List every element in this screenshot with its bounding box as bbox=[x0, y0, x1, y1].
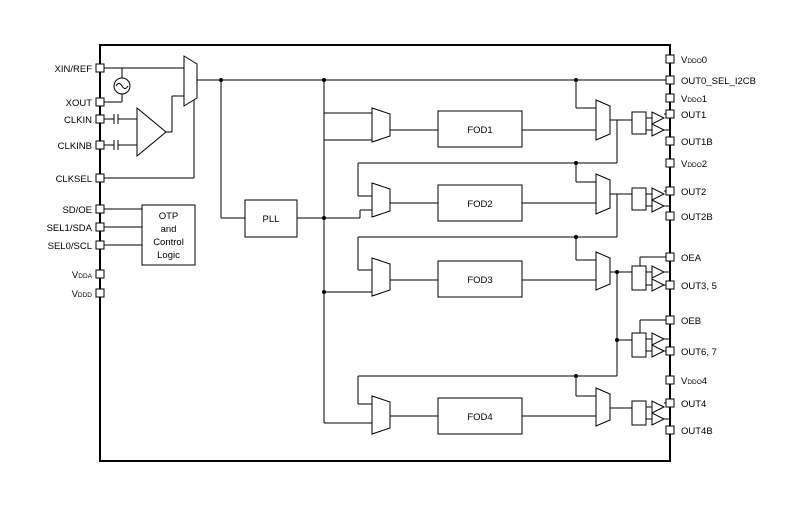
channel-2 bbox=[357, 161, 671, 271]
pin-vddo0: VDDO0 bbox=[681, 55, 707, 66]
pin-clksel: CLKSEL bbox=[56, 174, 92, 185]
fod3-label: FOD3 bbox=[467, 275, 492, 286]
pin-out4: OUT4 bbox=[681, 399, 706, 410]
pin-xin-ref: XIN/REF bbox=[55, 64, 93, 75]
pin-out0-sel-i2cb: OUT0_SEL_I2CB bbox=[681, 76, 756, 87]
fod4-label: FOD4 bbox=[467, 412, 492, 423]
pin-vdda: VDDA bbox=[72, 270, 93, 281]
otp-label-line4: Logic bbox=[157, 250, 180, 261]
pin-out6-7: OUT6, 7 bbox=[681, 347, 717, 358]
pin-oeb: OEB bbox=[681, 316, 701, 327]
otp-control-logic-block bbox=[141, 204, 196, 266]
input-section bbox=[104, 55, 666, 246]
pin-sd-oe: SD/OE bbox=[62, 205, 92, 216]
pin-xout: XOUT bbox=[66, 98, 93, 109]
right-pin-boxes bbox=[665, 54, 675, 435]
otp-label-line1: OTP bbox=[159, 211, 179, 222]
pin-sel1-sda: SEL1/SDA bbox=[47, 223, 93, 234]
pin-out4b: OUT4B bbox=[681, 426, 713, 437]
pin-clkinb: CLKINB bbox=[58, 141, 92, 152]
pin-out2b: OUT2B bbox=[681, 212, 713, 223]
channel-4 bbox=[357, 374, 671, 435]
pll-label: PLL bbox=[263, 214, 280, 225]
pll-block bbox=[244, 199, 298, 238]
oeb-driver bbox=[615, 319, 671, 358]
pin-clkin: CLKIN bbox=[64, 115, 92, 126]
pin-sel0-scl: SEL0/SCL bbox=[48, 241, 92, 252]
pin-out1b: OUT1B bbox=[681, 137, 713, 148]
pll-bus bbox=[297, 80, 372, 424]
otp-label-line2: and bbox=[161, 224, 177, 235]
channel-3 bbox=[371, 235, 671, 376]
pin-out2: OUT2 bbox=[681, 187, 706, 198]
pin-vddo1: VDDO1 bbox=[681, 94, 707, 105]
channel-1 bbox=[324, 78, 671, 197]
pin-out1: OUT1 bbox=[681, 110, 706, 121]
pin-vddo4: VDDO4 bbox=[681, 376, 707, 387]
pin-vddo2: VDDO2 bbox=[681, 159, 707, 170]
pin-vddd: VDDD bbox=[72, 289, 93, 300]
fod2-label: FOD2 bbox=[467, 199, 492, 210]
fod1-label: FOD1 bbox=[467, 125, 492, 136]
otp-label-line3: Control bbox=[153, 237, 184, 248]
pin-oea: OEA bbox=[681, 253, 702, 264]
pin-out3-5: OUT3, 5 bbox=[681, 281, 717, 292]
